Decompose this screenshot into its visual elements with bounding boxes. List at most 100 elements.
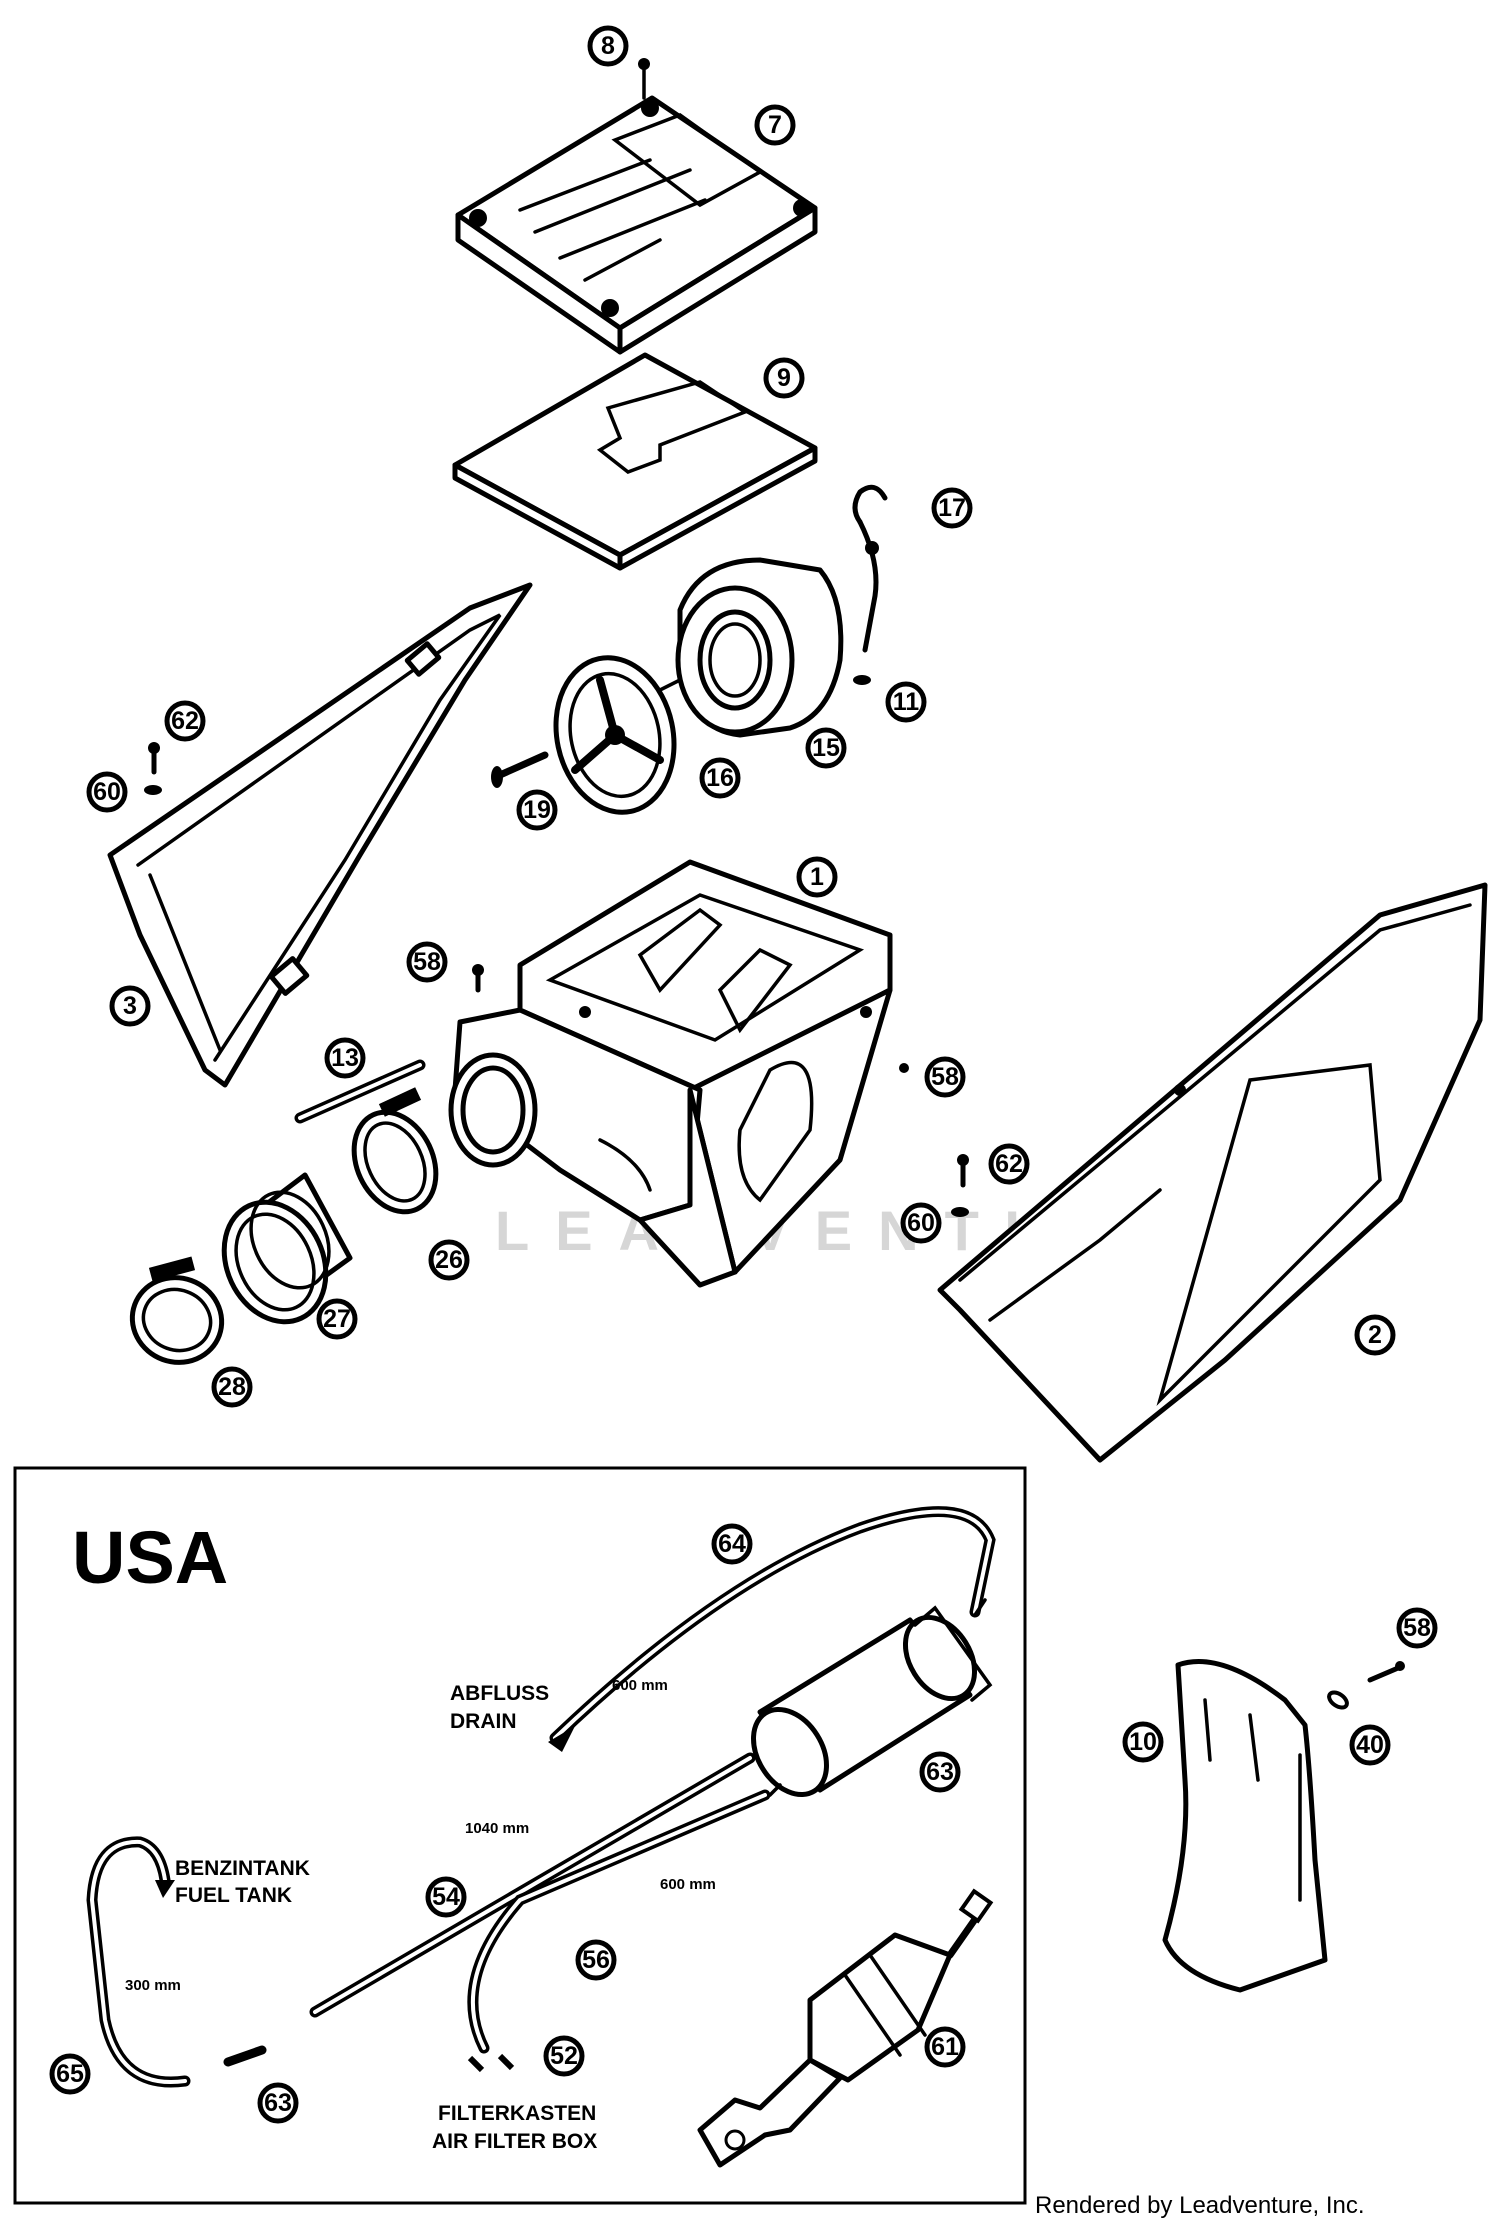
svg-text:54: 54 [432, 1883, 460, 1911]
callout-7: 7 [754, 104, 796, 146]
svg-text:61: 61 [931, 2033, 959, 2061]
breather-tube-13 [294, 1059, 426, 1124]
callout-61: 61 [924, 2026, 966, 2068]
svg-text:64: 64 [718, 1530, 746, 1558]
callout-52: 52 [543, 2035, 585, 2077]
svg-text:17: 17 [938, 494, 966, 522]
dim-600-top: 600 mm [612, 1677, 668, 1694]
svg-text:2: 2 [1368, 1321, 1382, 1349]
dim-600-mid: 600 mm [660, 1876, 716, 1893]
right-side-panel-2 [937, 882, 1488, 1463]
callout-17: 17 [931, 487, 973, 529]
callout-10: 10 [1122, 1721, 1164, 1763]
intake-boot-27 [221, 1172, 353, 1325]
callout-60-right: 60 [900, 1202, 942, 1244]
canister [751, 1598, 993, 1798]
svg-text:65: 65 [56, 2060, 84, 2088]
fastener-left [144, 742, 162, 795]
callout-58-shield: 58 [1396, 1607, 1438, 1649]
callout-19: 19 [516, 789, 558, 831]
svg-text:58: 58 [931, 1063, 959, 1091]
callout-40: 40 [1349, 1724, 1391, 1766]
render-credit: Rendered by Leadventure, Inc. [1035, 2192, 1365, 2219]
callout-28: 28 [211, 1366, 253, 1408]
callout-3: 3 [109, 985, 151, 1027]
svg-text:1: 1 [810, 863, 824, 891]
retainer-wire-17 [852, 484, 888, 653]
svg-text:60: 60 [93, 778, 121, 806]
screw-19 [491, 751, 549, 788]
svg-text:11: 11 [893, 688, 920, 716]
callout-16: 16 [699, 757, 741, 799]
svg-text:62: 62 [171, 707, 199, 735]
svg-text:16: 16 [706, 764, 734, 792]
callout-26: 26 [428, 1239, 470, 1281]
callout-15: 15 [805, 727, 847, 769]
svg-text:8: 8 [601, 32, 615, 60]
screw-58-a [472, 964, 484, 993]
svg-text:28: 28 [218, 1373, 246, 1401]
callout-56: 56 [575, 1939, 617, 1981]
drain-hose [548, 1506, 996, 1752]
lid-part [455, 95, 818, 355]
svg-text:58: 58 [1403, 1614, 1431, 1642]
air-filter-15 [675, 557, 844, 738]
svg-text:3: 3 [123, 992, 137, 1020]
hose-300 [86, 1836, 191, 2088]
air-box-1 [448, 859, 893, 1288]
svg-text:56: 56 [582, 1946, 610, 1974]
fuel-tank-label-en: FUEL TANK [175, 1884, 292, 1907]
heat-shield-10 [1162, 1659, 1328, 1993]
clamp-26 [351, 1087, 439, 1215]
fastener-right [951, 1154, 969, 1217]
callout-9: 9 [763, 357, 805, 399]
callout-58-airbox: 58 [406, 941, 448, 983]
callout-2: 2 [1354, 1314, 1396, 1356]
air-box-label-en: AIR FILTER BOX [432, 2130, 597, 2153]
hose-1040 [309, 1752, 756, 2018]
svg-text:19: 19 [523, 796, 551, 824]
callout-63-connector: 63 [257, 2082, 299, 2124]
svg-text:63: 63 [926, 1758, 954, 1786]
callout-13: 13 [324, 1037, 366, 1079]
washer-11 [853, 675, 871, 685]
hose-600 [467, 1789, 771, 2054]
callout-54: 54 [425, 1876, 467, 1918]
connector-63 [223, 2045, 515, 2073]
dim-1040: 1040 mm [465, 1820, 529, 1837]
svg-text:52: 52 [550, 2042, 578, 2070]
callout-60-left: 60 [86, 771, 128, 813]
filter-cage-16 [553, 655, 682, 815]
callout-62-left: 62 [164, 700, 206, 742]
dim-300: 300 mm [125, 1977, 181, 1994]
air-box-label-de: FILTERKASTEN [438, 2102, 596, 2125]
svg-text:26: 26 [435, 1246, 463, 1274]
clamp-28 [129, 1256, 225, 1365]
usa-inset-frame [13, 1466, 1027, 2205]
callout-65: 65 [49, 2053, 91, 2095]
left-side-panel-3 [107, 582, 533, 1088]
callout-8: 8 [587, 25, 629, 67]
svg-text:62: 62 [995, 1150, 1023, 1178]
usa-title: USA [72, 1516, 228, 1599]
callout-62-right: 62 [988, 1143, 1030, 1185]
svg-text:40: 40 [1356, 1731, 1384, 1759]
callout-27: 27 [316, 1298, 358, 1340]
svg-text:27: 27 [323, 1305, 351, 1333]
screw-58-b [899, 1063, 909, 1073]
svg-text:60: 60 [907, 1209, 935, 1237]
screw-8 [638, 58, 650, 100]
gasket-part [452, 352, 818, 571]
callout-63-canister: 63 [919, 1751, 961, 1793]
svg-text:7: 7 [768, 111, 782, 139]
svg-text:63: 63 [264, 2089, 292, 2117]
callout-58-right: 58 [924, 1056, 966, 1098]
svg-text:10: 10 [1129, 1728, 1157, 1756]
fuel-filter-61 [697, 1888, 994, 2168]
svg-text:9: 9 [777, 364, 791, 392]
callout-11: 11 [885, 681, 927, 723]
spacer-40 [1327, 1690, 1349, 1710]
screw-58-c [1367, 1661, 1405, 1683]
fuel-tank-label-de: BENZINTANK [175, 1857, 310, 1880]
